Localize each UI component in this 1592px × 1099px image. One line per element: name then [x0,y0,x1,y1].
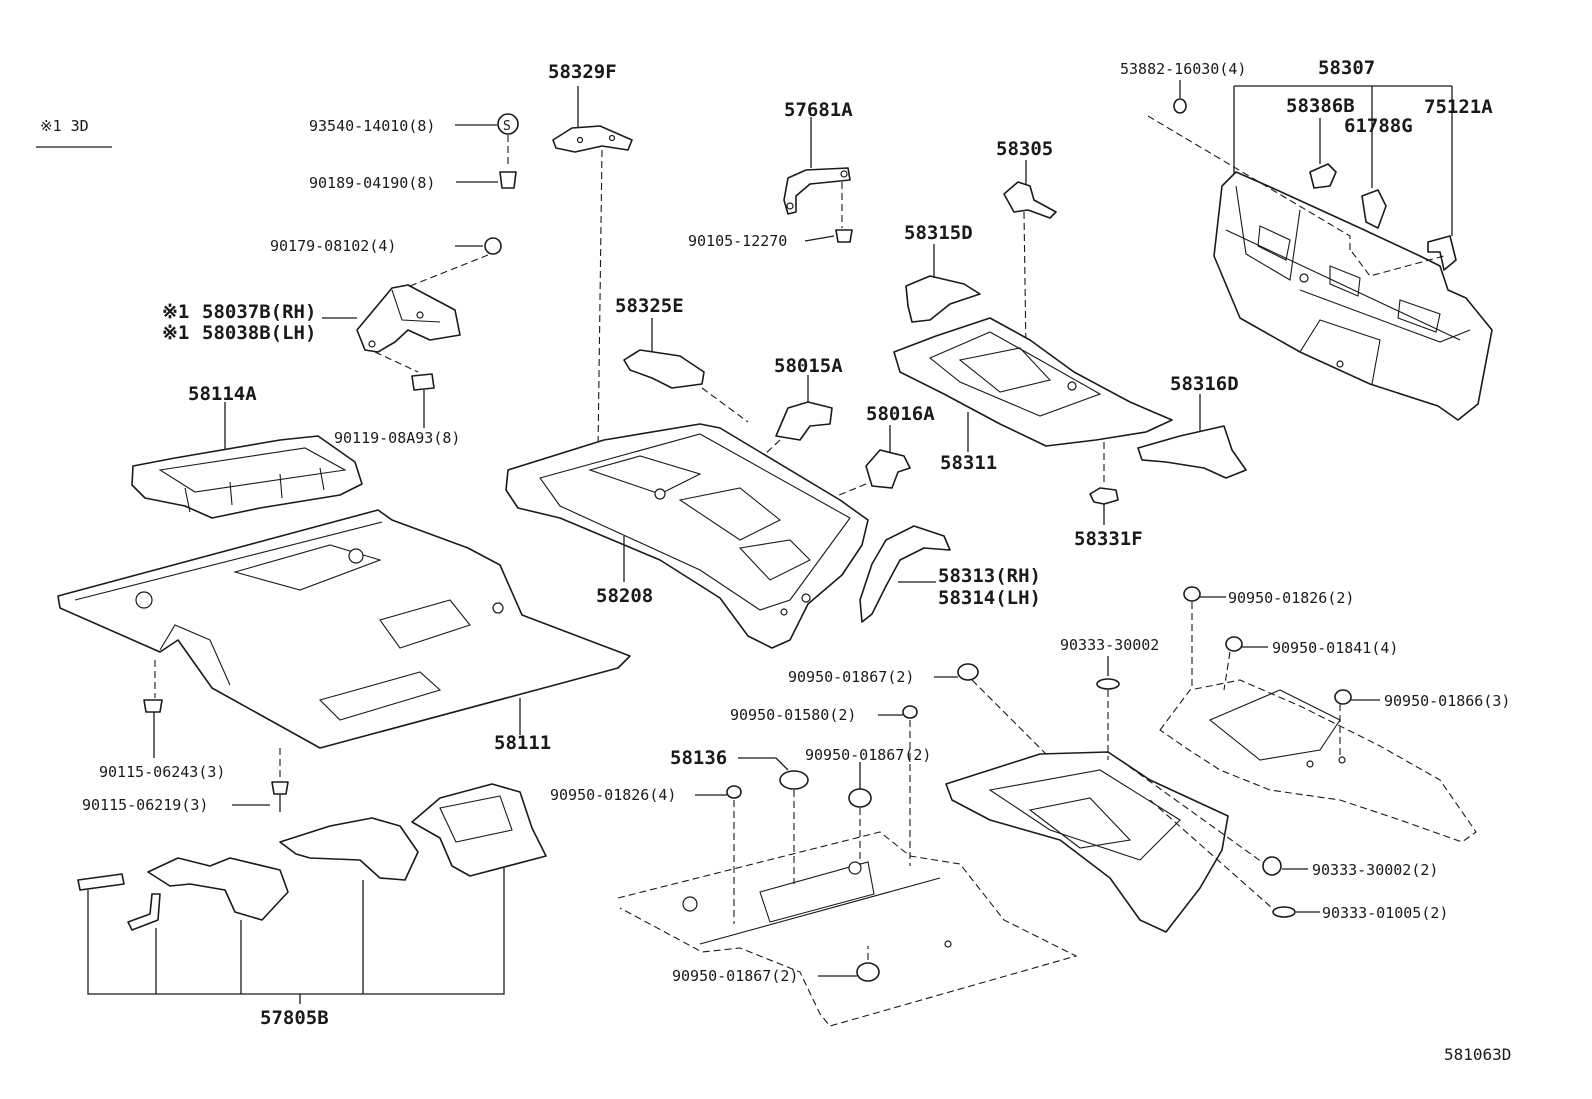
part-58305-bracket [1003,160,1057,353]
part-label-57681a: 57681A [784,99,853,121]
bolt-90105-12270-icon [804,229,853,243]
fastener-label-90333-30002: 90333-30002 [1060,636,1159,654]
leader-58307 [1233,85,1453,236]
part-58114a-crossmember [131,402,363,519]
part-58329f-bracket [552,86,633,451]
footnote-label: ※1 3D [40,117,89,135]
bolt-90115-06219-icon [232,748,289,812]
fastener-label-90189-04190: 90189-04190(8) [309,174,435,192]
part-58016a-bracket [831,425,911,499]
fastener-label-53882-16030: 53882-16030(4) [1120,60,1246,78]
plug-90333-01005-icon [1149,799,1320,918]
fastener-label-90333-30002-b: 90333-30002(2) [1312,861,1438,879]
bolt-90119-icon [411,373,435,428]
part-58386b-bracket [1309,163,1337,189]
part-label-58037b: 58037B(RH) [202,301,316,323]
fastener-label-90119-08a93: 90119-08A93(8) [334,429,460,447]
part-label-61788g: 61788G [1344,115,1413,137]
fastener-label-90333-01005: 90333-01005(2) [1322,904,1448,922]
fastener-label-93540-14010: 93540-14010(8) [309,117,435,135]
grommet-90950-01866-icon [1334,689,1380,756]
part-prefix-58038b: ※1 [162,322,189,344]
part-label-58331f: 58331F [1074,528,1143,550]
grommet-90950-01826-b-icon [1183,586,1226,690]
fastener-label-90950-01826-b: 90950-01826(2) [1228,589,1354,607]
part-label-75121a: 75121A [1424,96,1493,118]
bolt-90115-06243-icon [143,660,163,758]
grommet-90950-01826-a-icon [695,785,742,924]
part-label-58038b: 58038B(LH) [202,322,316,344]
part-label-58316d: 58316D [1170,373,1239,395]
part-58325e-bracket [623,318,749,423]
part-label-58016a: 58016A [866,403,935,425]
fastener-label-90115-06243: 90115-06243(3) [99,763,225,781]
fastener-label-90179-08102: 90179-08102(4) [270,237,396,255]
part-58331f-clip [1089,487,1119,525]
part-label-58015a: 58015A [774,355,843,377]
clip-53882-icon [1173,80,1187,114]
plug-90333-30002-icon [1096,656,1120,760]
fastener-label-90950-01841: 90950-01841(4) [1272,639,1398,657]
fastener-label-90950-01867-a: 90950-01867(2) [788,668,914,686]
part-58307-rear-panel [1213,171,1493,421]
washer-93540-icon: S [455,113,519,165]
part-label-58208: 58208 [596,585,653,607]
part-label-58307: 58307 [1318,57,1375,79]
part-right-floor-lower [945,751,1229,933]
part-label-58314: 58314(LH) [938,587,1041,609]
part-label-58114a: 58114A [188,383,257,405]
nut-90179-icon [404,237,502,289]
part-label-58386b: 58386B [1286,95,1355,117]
fastener-label-90105-12270: 90105-12270 [688,232,787,250]
part-label-58313: 58313(RH) [938,565,1041,587]
part-label-58311: 58311 [940,452,997,474]
plug-90333-30002-b-icon [1119,759,1308,876]
part-61788g-bracket [1361,189,1387,229]
part-57805b-set [77,783,547,1004]
part-prefix-58037b: ※1 [162,301,189,323]
part-center-floor-pan [617,831,1078,1027]
fastener-label-90115-06219: 90115-06219(3) [82,796,208,814]
part-57681a-brace [783,117,851,228]
part-label-58136: 58136 [670,747,727,769]
grommet-90950-01841-icon [1223,636,1268,691]
guide-58307 [1147,115,1445,277]
part-label-58325e: 58325E [615,295,684,317]
part-label-58315d: 58315D [904,222,973,244]
grommet-90950-01867-c-icon [818,946,880,982]
part-58311-rear-floor-pan [893,317,1173,486]
grommet-90950-01580-icon [878,705,918,866]
svg-text:S: S [503,119,511,134]
grommet-90950-01867-a-icon [934,663,1061,769]
nut-90189-icon [456,171,517,189]
part-right-floor-upper [1159,679,1477,843]
plug-58136-icon [738,757,809,884]
part-58111-front-floor [57,509,631,749]
part-58208-rear-floor-member [505,423,869,649]
grommet-90950-01867-b-icon [848,762,872,864]
part-58313-brace [859,525,951,623]
part-label-57805b: 57805B [260,1007,329,1029]
part-58315d-bracket [905,244,981,323]
part-label-58111: 58111 [494,732,551,754]
part-58316d-bracket [1137,394,1247,479]
part-75121a-bracket [1427,235,1457,271]
part-label-58305: 58305 [996,138,1053,160]
fastener-label-90950-01580: 90950-01580(2) [730,706,856,724]
diagram-number: 581063D [1444,1045,1511,1064]
fastener-label-90950-01866: 90950-01866(3) [1384,692,1510,710]
part-58037b-bracket [322,284,461,373]
fastener-label-90950-01867-b: 90950-01867(2) [805,746,931,764]
fastener-label-90950-01867-c: 90950-01867(2) [672,967,798,985]
fastener-label-90950-01826-a: 90950-01826(4) [550,786,676,804]
part-label-58329f: 58329F [548,61,617,83]
